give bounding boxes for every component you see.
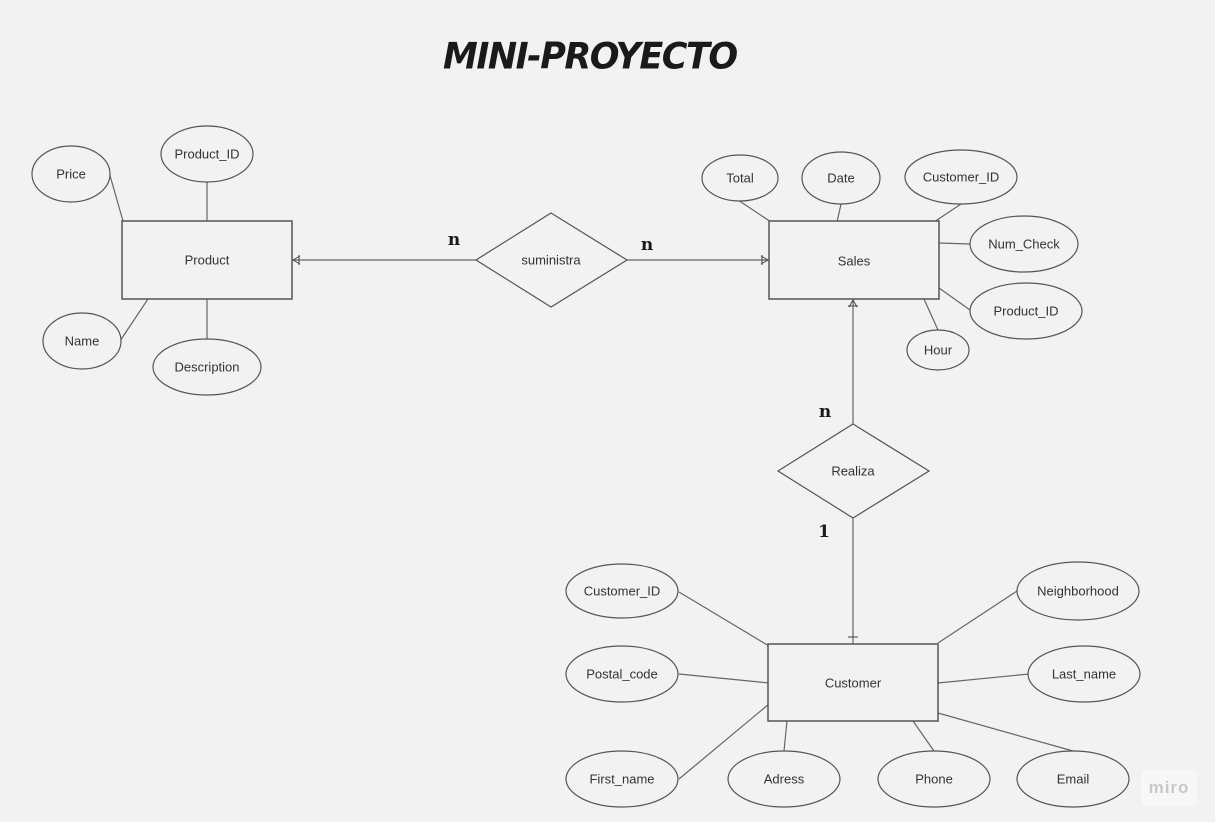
entity-product-box — [121, 220, 293, 300]
relationship-suministra-label: suministra — [521, 253, 581, 268]
entity-customer-box — [767, 643, 939, 722]
attr-last-name-label: Last_name — [1052, 667, 1116, 682]
attr-total-ellipse — [701, 154, 779, 202]
attr-num-check-label: Num_Check — [988, 237, 1060, 252]
miro-watermark: miro — [1141, 770, 1197, 806]
connector-sales-date — [836, 203, 842, 223]
connector-sales-num-check — [938, 242, 971, 245]
attr-price-label: Price — [56, 167, 86, 182]
cardinality-suministra-sales: n — [641, 235, 653, 255]
entity-customer-label: Customer — [825, 676, 882, 691]
entity-sales-box — [768, 220, 940, 300]
attr-customer-id-ellipse — [565, 563, 679, 619]
attr-product-id-label: Product_ID — [174, 147, 239, 162]
attr-description-ellipse — [152, 338, 262, 396]
attr-first-name-label: First_name — [589, 772, 654, 787]
attr-description-label: Description — [174, 360, 239, 375]
connector-customer-neighborhood — [937, 590, 1018, 644]
entity-product-label: Product — [185, 253, 230, 268]
attr-postal-code-label: Postal_code — [586, 667, 658, 682]
connector-customer-customer-id — [678, 591, 770, 647]
attr-postal-code-ellipse — [565, 645, 679, 703]
attr-product-id-ellipse — [160, 125, 254, 183]
connector-customer-phone — [912, 720, 935, 752]
attr-email-label: Email — [1057, 772, 1090, 787]
connector-product-price — [108, 171, 124, 222]
attr-date-label: Date — [827, 171, 854, 186]
connector-product-name — [119, 298, 149, 342]
attr-hour-ellipse — [906, 329, 970, 371]
connector-customer-adress — [783, 720, 788, 752]
attr-sales-product-id-label: Product_ID — [993, 304, 1058, 319]
cardinality-product-suministra: n — [448, 230, 460, 250]
attr-customer-id-label: Customer_ID — [584, 584, 661, 599]
attr-sales-product-id-ellipse — [969, 282, 1083, 340]
connector-customer-last-name — [937, 673, 1030, 684]
connector-sales-total — [737, 199, 772, 223]
attr-total-label: Total — [726, 171, 754, 186]
connector-customer-postal-code — [678, 673, 770, 684]
attr-phone-label: Phone — [915, 772, 953, 787]
crowfoot-sales-left — [760, 255, 769, 265]
attr-date-ellipse — [801, 151, 881, 205]
cardinality-sales-realiza: n — [819, 402, 831, 422]
crowfoot-sales-bottom — [848, 299, 858, 308]
attr-sales-customer-id-label: Customer_ID — [923, 170, 1000, 185]
relationship-realiza-diamond — [776, 423, 931, 519]
connector-sales-product-id — [938, 287, 971, 311]
cardinality-realiza-customer: 1 — [818, 522, 830, 542]
connector-sales-customer-id — [933, 203, 962, 223]
attr-first-name-ellipse — [565, 750, 679, 808]
connector-sales-hour — [923, 298, 939, 331]
attr-sales-customer-id-ellipse — [904, 149, 1018, 205]
attr-name-ellipse — [42, 312, 122, 370]
attr-name-label: Name — [65, 334, 100, 349]
attr-hour-label: Hour — [924, 343, 953, 358]
entity-sales-label: Sales — [838, 254, 871, 269]
attr-num-check-ellipse — [969, 215, 1079, 273]
attr-email-ellipse — [1016, 750, 1130, 808]
attr-last-name-ellipse — [1027, 645, 1141, 703]
relationship-suministra-diamond — [474, 212, 629, 308]
relationship-realiza-label: Realiza — [831, 464, 875, 479]
connector-customer-first-name — [678, 703, 770, 780]
attr-neighborhood-ellipse — [1016, 561, 1140, 621]
attr-adress-label: Adress — [764, 772, 805, 787]
connector-customer-email — [937, 712, 1074, 752]
attr-price-ellipse — [31, 145, 111, 203]
attr-neighborhood-label: Neighborhood — [1037, 584, 1119, 599]
attr-adress-ellipse — [727, 750, 841, 808]
attr-phone-ellipse — [877, 750, 991, 808]
crowfoot-product — [292, 255, 301, 265]
